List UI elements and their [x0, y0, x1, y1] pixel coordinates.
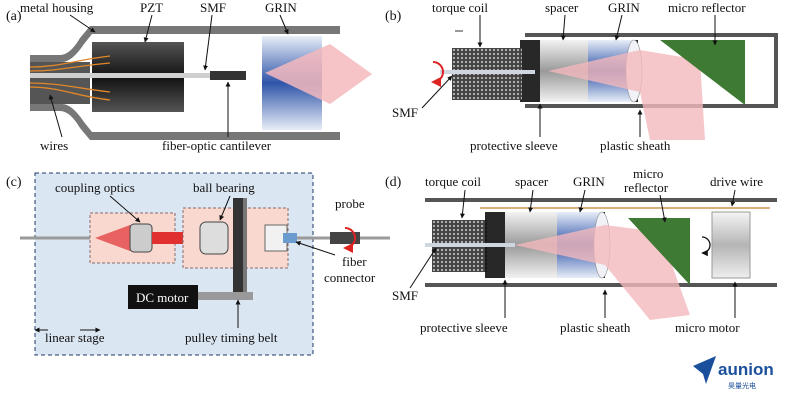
label-plastic-sheath-b: plastic sheath: [600, 138, 671, 153]
pulley-gear: [233, 198, 243, 298]
wire-1: [29, 55, 111, 68]
label-plastic-sheath-d: plastic sheath: [560, 320, 631, 335]
smf-fiber: [30, 73, 210, 78]
label-ball-bearing: ball bearing: [193, 180, 255, 195]
smf-b: [440, 70, 535, 74]
smf-d: [425, 243, 515, 247]
logo-name: aunion: [718, 360, 774, 379]
label-coupling-optics: coupling optics: [55, 180, 135, 195]
dc-motor: [128, 285, 198, 309]
label-grin-b: GRIN: [608, 0, 640, 15]
label-protective-sleeve-d: protective sleeve: [420, 320, 508, 335]
ball-bearing: [199, 221, 229, 255]
coupling-optics: [129, 223, 153, 253]
label-micro-d: micro: [633, 166, 663, 181]
label-connector: connector: [324, 270, 376, 285]
fiber-cantilever: [210, 71, 246, 80]
plastic-sheath-top: [525, 33, 777, 37]
rotation-arrow-b: [431, 61, 444, 87]
label-micro-reflector-b: micro reflector: [668, 0, 746, 15]
label-grin-d: GRIN: [573, 174, 605, 189]
wire-2: [29, 62, 111, 72]
label-linear-stage: linear stage: [45, 330, 105, 345]
label-probe: probe: [335, 196, 365, 211]
panel-d-label: (d): [385, 175, 402, 190]
beam-a: [265, 44, 372, 104]
label-drive-wire: drive wire: [710, 174, 763, 189]
label-pzt: PZT: [140, 0, 163, 15]
rotation-arrow-d: [701, 236, 711, 257]
wire-4: [29, 86, 111, 101]
label-smf-b: SMF: [392, 105, 418, 120]
panel-a-label: (a): [6, 9, 22, 24]
micro-reflector-d: [628, 218, 690, 285]
micro-reflector-b: [660, 40, 745, 105]
aunion-logo: aunion 昊量光电: [693, 356, 774, 390]
wire-3: [29, 82, 111, 93]
plastic-sheath-bottom-d: [425, 283, 777, 287]
label-spacer-b: spacer: [545, 0, 579, 15]
protective-sleeve: [455, 30, 463, 32]
label-cantilever: fiber-optic cantilever: [162, 138, 272, 153]
label-fiber: fiber: [342, 254, 367, 269]
label-torque-coil-b: torque coil: [432, 0, 488, 15]
label-wires: wires: [40, 138, 68, 153]
probe-c: [330, 232, 360, 244]
label-smf-d: SMF: [392, 288, 418, 303]
label-torque-coil-d: torque coil: [425, 174, 481, 189]
fiber-connector: [283, 233, 297, 243]
label-spacer-d: spacer: [515, 174, 549, 189]
label-micro-motor: micro motor: [675, 320, 740, 335]
label-grin-a: GRIN: [265, 0, 297, 15]
panel-b-label: (b): [385, 9, 402, 24]
panel-a: (a) metal housing PZT SMF GRIN wires fib…: [6, 0, 372, 153]
panel-d: (d) torque coil spacer GRIN micro reflec…: [385, 166, 777, 335]
panel-c: (c) DC motor coupling optics ball bearin…: [6, 172, 390, 356]
rotation-arrow-c: [343, 227, 356, 253]
label-pulley: pulley timing belt: [185, 330, 278, 345]
label-metal-housing: metal housing: [20, 0, 94, 15]
beam-b: [548, 50, 705, 140]
plastic-sheath-top-d: [425, 198, 777, 202]
label-smf-a: SMF: [200, 0, 226, 15]
panel-c-label: (c): [6, 175, 22, 190]
beam-d: [515, 225, 690, 320]
logo-sub: 昊量光电: [728, 381, 756, 390]
micro-motor: [711, 211, 751, 279]
panel-b: (b) torque coil spacer GRIN micro reflec…: [385, 0, 778, 153]
label-reflector-d: reflector: [624, 180, 669, 195]
label-dc-motor: DC motor: [136, 290, 189, 305]
label-protective-sleeve-b: protective sleeve: [470, 138, 558, 153]
logo-icon: [693, 356, 716, 384]
